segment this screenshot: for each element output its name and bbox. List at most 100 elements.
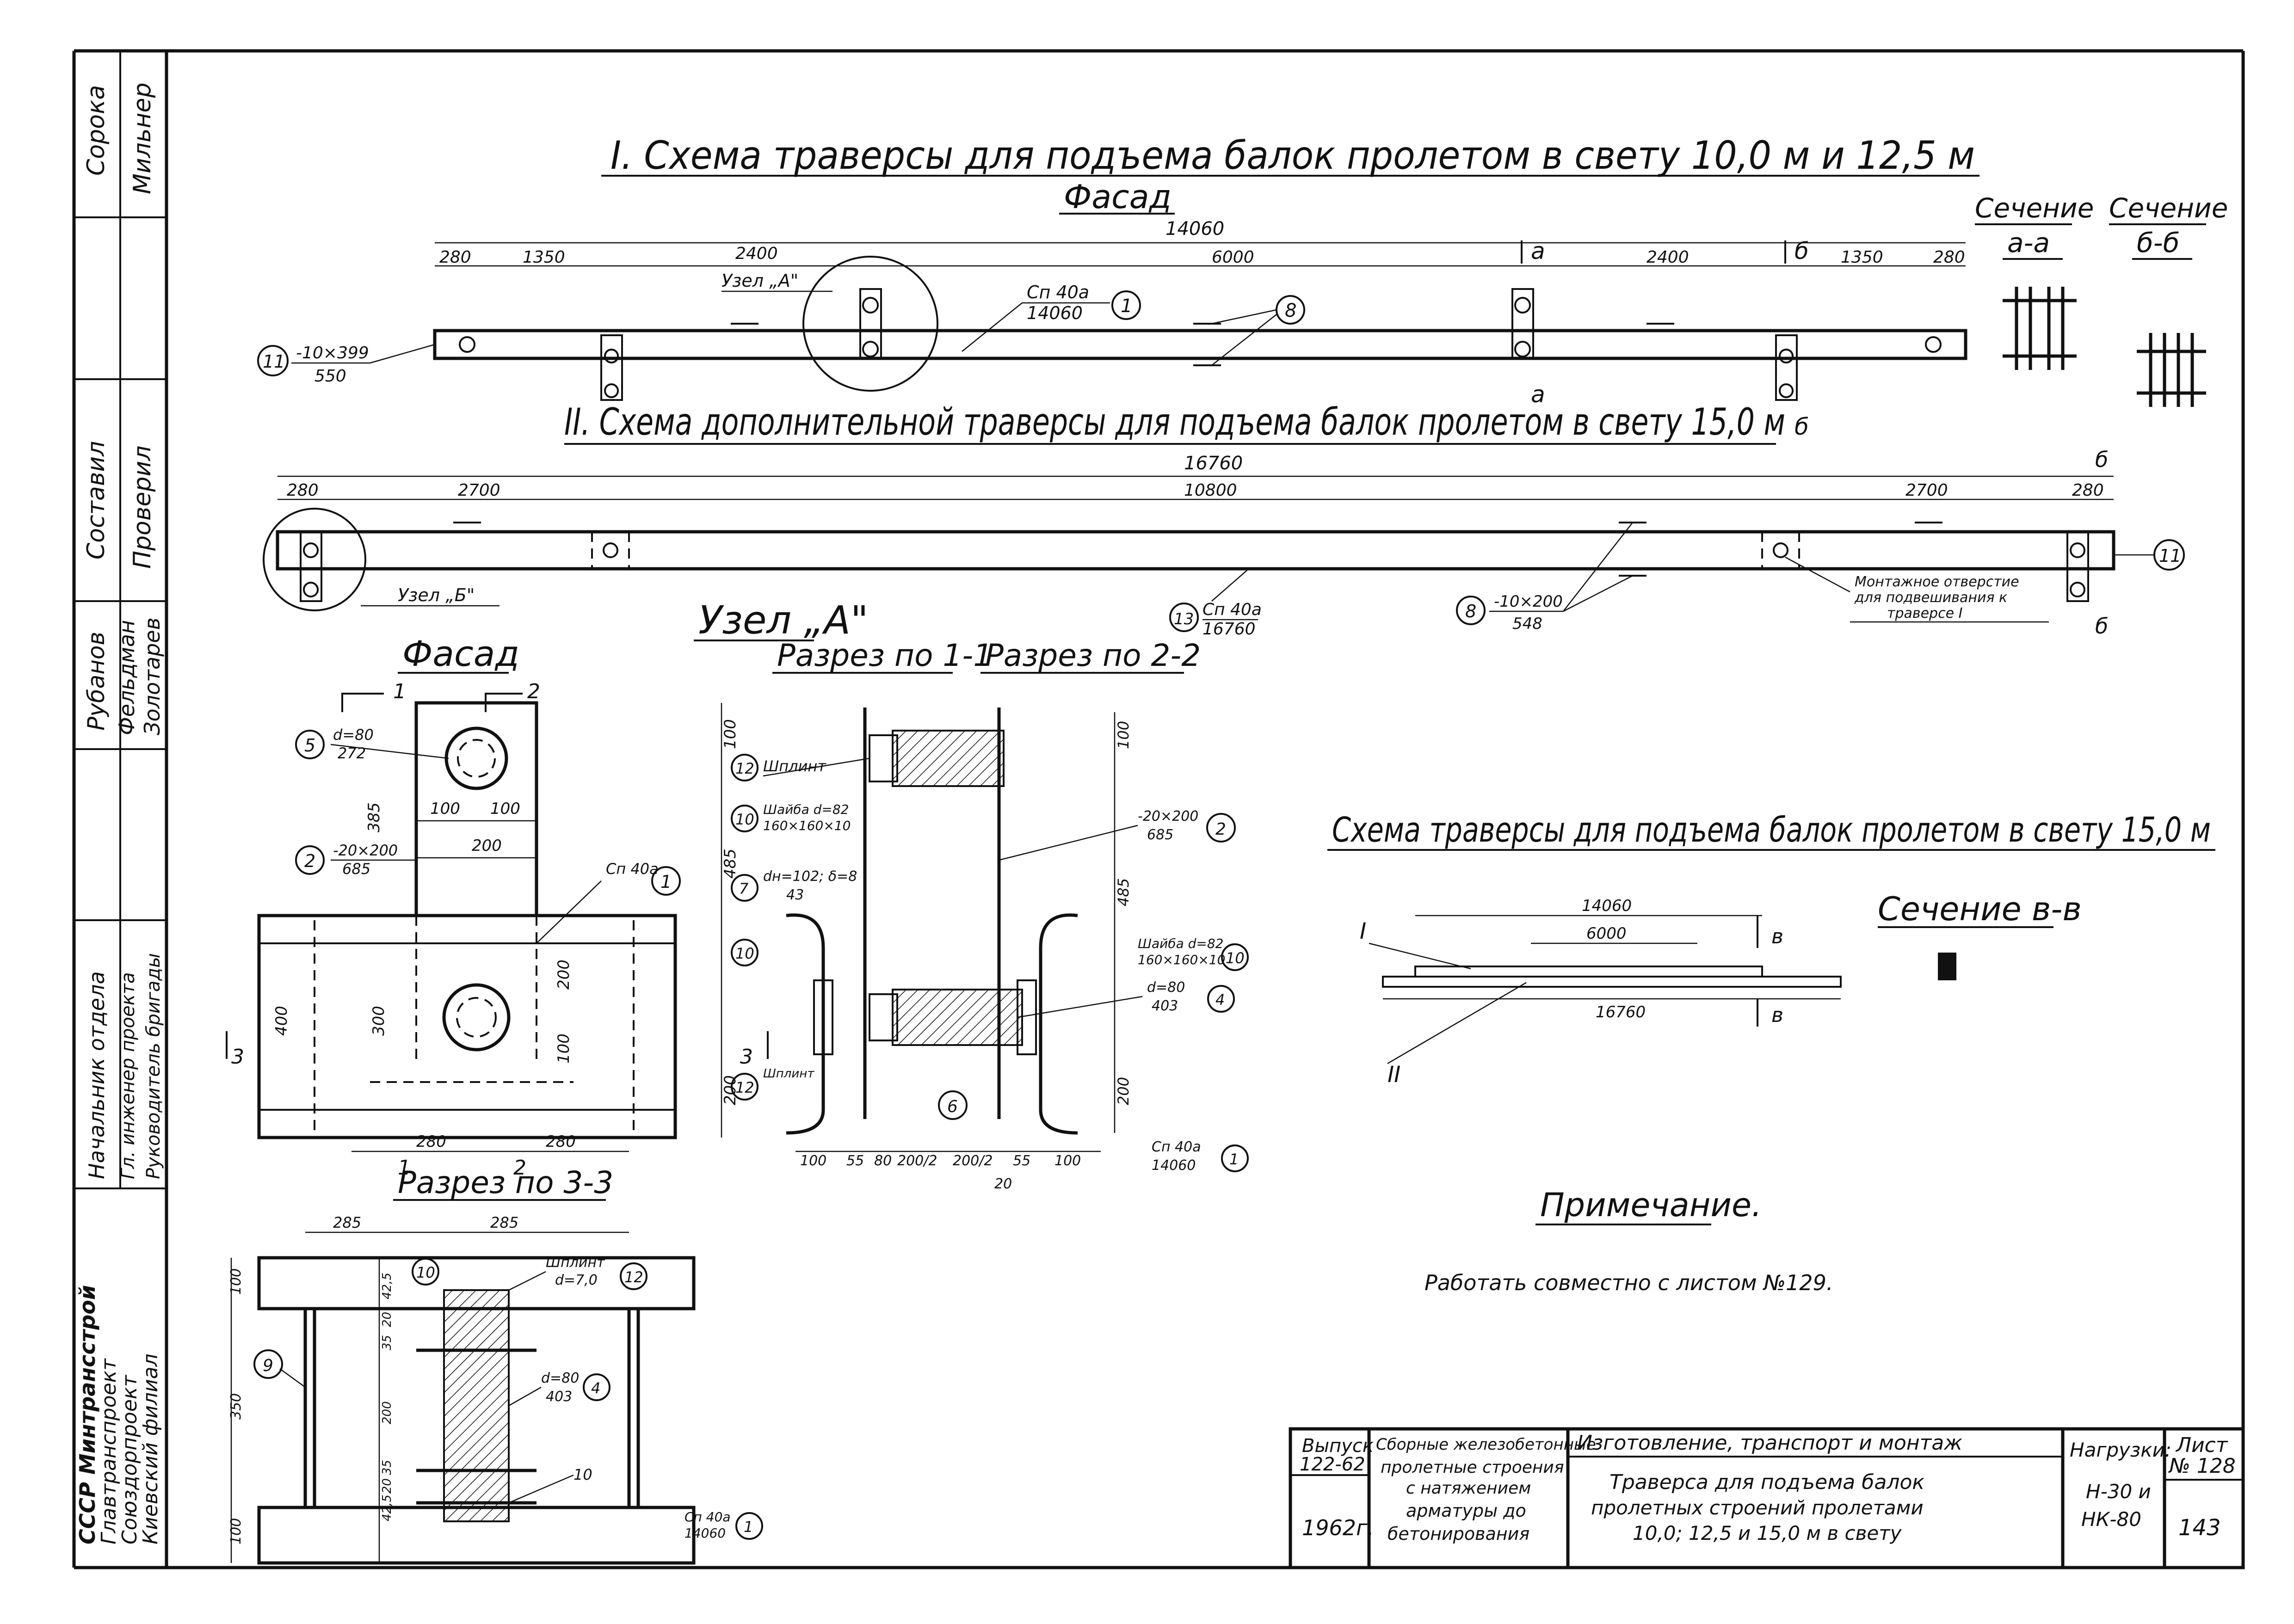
node-a-cut22: Разрез по 2-2 xyxy=(985,638,1201,673)
lbl-403-b: 403 xyxy=(1152,998,1178,1014)
stamp-mid-b: Проверил xyxy=(129,445,156,569)
s15-mark-bottom: в xyxy=(1771,1003,1783,1027)
callout-2: 2 xyxy=(304,851,315,871)
lbl-channel-c: Сп 40а xyxy=(684,1509,731,1525)
d33-1: 285 xyxy=(333,1214,361,1231)
callout-9: 9 xyxy=(263,1356,273,1375)
stamp-role-a: Начальник отдела xyxy=(84,971,109,1179)
fac-dim-3: 200 xyxy=(472,837,502,855)
callout-1d: 1 xyxy=(744,1518,753,1536)
callout-2b: 2 xyxy=(1215,820,1226,839)
d33-8: 35 xyxy=(380,1335,394,1350)
fac-dim-5: 400 xyxy=(272,1006,291,1036)
callout-10b: 10 xyxy=(735,945,754,962)
s15-dim-mid: 6000 xyxy=(1586,924,1627,943)
stamp-role-b: Гл. инженер проекта xyxy=(117,972,139,1179)
lbl-d80: d=80 xyxy=(333,726,374,744)
s15-mark-top: в xyxy=(1771,925,1783,948)
stamp-top-b: Мильнер xyxy=(129,82,156,194)
mark-b-bottom: б xyxy=(1794,413,1809,440)
side-stamp: Сорока Мильнер Составил Проверил Рубанов… xyxy=(74,51,166,1544)
scheme-2-overall: 16760 xyxy=(1184,453,1243,474)
node-a-cut33: Разрез по 3-3 xyxy=(398,1165,613,1200)
d33-10: 35 xyxy=(380,1460,394,1475)
callout-13: 13 xyxy=(1174,610,1194,628)
stamp-org-d: Киевский филиал xyxy=(139,1353,162,1544)
scheme-1-node-label: Узел „А" xyxy=(722,271,798,291)
lbl-403-c: 403 xyxy=(546,1389,572,1405)
d33-9: 200 xyxy=(380,1401,394,1424)
dim-2-d: 2700 xyxy=(1906,481,1948,500)
cut-label-1-top: 1 xyxy=(393,680,406,703)
d33-11: 20 xyxy=(380,1478,394,1494)
mark-b-top: б xyxy=(1794,238,1809,265)
lbl-washer-b: Шайба d=82 xyxy=(1138,936,1224,951)
callout-5: 5 xyxy=(304,735,315,756)
fac-dim-13: 200 xyxy=(721,1075,740,1105)
scheme-1-title: I. Схема траверсы для подъема балок прол… xyxy=(610,133,1975,178)
tb-sheet-label: Лист xyxy=(2175,1433,2228,1457)
cut-dim-5: 200/2 xyxy=(953,1153,993,1169)
section-bb-mark: б-б xyxy=(2137,227,2179,258)
tb-series-1: Сборные железобетонные xyxy=(1376,1435,1596,1454)
cut-dim-6: 55 xyxy=(1013,1153,1030,1169)
s15-dim-top: 14060 xyxy=(1582,897,1632,915)
lbl-685-b: 685 xyxy=(1147,827,1173,843)
tb-title-2: пролетных строений пролетами xyxy=(1591,1496,1924,1519)
dim-1-g: 280 xyxy=(1933,248,1965,267)
stamp-org-b: Главтранспроект xyxy=(97,1358,121,1544)
mark-a-bottom: а xyxy=(1531,381,1545,408)
lbl-14060-b: 14060 xyxy=(1152,1157,1196,1174)
cut-label-2-bottom: 2 xyxy=(513,1156,526,1180)
dim-2-e: 280 xyxy=(2072,481,2104,500)
callout-12: 12 xyxy=(735,760,754,777)
mark-b2-top: б xyxy=(2095,447,2108,472)
sections-top: Сечение а-а Сечение б-б xyxy=(1975,192,2228,407)
cut-dim-10: 485 xyxy=(1115,878,1132,906)
callout-12b: 12 xyxy=(735,1079,754,1096)
node-a-ring xyxy=(802,256,938,392)
lbl-washer-b-size: 160×160×10 xyxy=(1138,952,1225,967)
scheme-2-title: II. Схема дополнительной траверсы для по… xyxy=(564,400,1785,443)
lbl-685: 685 xyxy=(342,860,370,878)
tb-loads-1: Н-30 и xyxy=(2086,1480,2151,1503)
scheme-2-plate-top: -10×200 xyxy=(1494,592,1563,611)
fac-dim-6: 300 xyxy=(370,1006,388,1036)
callout-8: 8 xyxy=(1285,300,1296,321)
hole-note-1: Монтажное отверстие xyxy=(1855,574,2019,590)
dim-1-f: 1350 xyxy=(1841,248,1883,267)
fac-dim-1: 100 xyxy=(430,800,460,818)
lbl-plate-b: -20×200 xyxy=(1138,808,1198,824)
scheme-2-beam xyxy=(276,530,2115,571)
dim-1-a: 280 xyxy=(439,248,471,267)
d33-2: 285 xyxy=(490,1214,518,1231)
callout-11: 11 xyxy=(263,351,285,372)
s15-mark-ii: II xyxy=(1388,1062,1400,1088)
d33-3: 100 xyxy=(228,1268,244,1295)
dim-2-c: 10800 xyxy=(1184,481,1237,500)
scheme-2-node-label: Узел „Б" xyxy=(398,585,475,605)
stamp-name-a: Рубанов xyxy=(83,632,110,731)
tb-issue-label: Выпуск xyxy=(1302,1435,1374,1457)
fac-dim-7: 200 xyxy=(555,960,573,990)
scheme-1: I. Схема траверсы для подъема балок прол… xyxy=(257,133,1980,440)
lbl-washer: Шайба d=82 xyxy=(763,802,849,817)
fac-dim-12: 485 xyxy=(721,849,740,879)
scheme-1-overall: 14060 xyxy=(1166,218,1224,240)
lbl-washer-size: 160×160×10 xyxy=(763,818,851,833)
d33-7: 20 xyxy=(380,1312,394,1327)
stamp-top-a: Сорока xyxy=(82,85,110,176)
tb-year: 1962г. xyxy=(1302,1515,1374,1540)
callout-1c: 1 xyxy=(1229,1150,1239,1168)
section-aa-title: Сечение xyxy=(1975,192,2094,224)
fac-dim-2: 100 xyxy=(490,800,520,818)
lbl-plate: -20×200 xyxy=(333,842,398,859)
cut-dim-7: 100 xyxy=(1054,1153,1081,1169)
callout-4: 4 xyxy=(1215,991,1225,1009)
hole-note-3: траверсе I xyxy=(1887,605,1963,621)
scheme-2-plate-bottom: 548 xyxy=(1512,615,1542,633)
lbl-channel-b: Сп 40а xyxy=(1152,1139,1201,1155)
mark-a-top: а xyxy=(1531,238,1545,265)
node-a-cut11: Разрез по 1-1 xyxy=(777,638,993,673)
